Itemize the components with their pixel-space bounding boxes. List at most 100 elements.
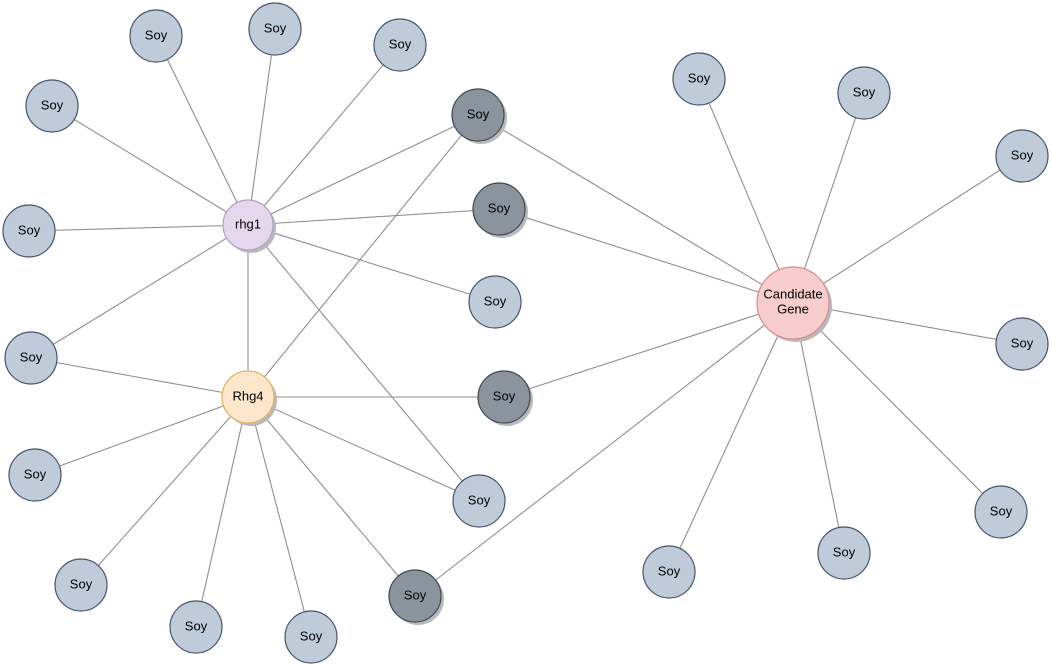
node-soy10[interactable]: Soy <box>284 610 338 664</box>
node-label: Soy <box>1011 335 1034 350</box>
edge-candidate-soy17 <box>792 302 1002 513</box>
node-circle <box>284 610 338 664</box>
node-label: Soy <box>484 293 507 308</box>
node-soyDark4[interactable]: Soy <box>388 569 444 625</box>
edge-rhg4-soy6 <box>30 357 249 398</box>
node-circle <box>248 2 302 56</box>
edge-rhg1-soyDark2 <box>247 208 500 226</box>
edge-rhg4-soy8 <box>80 396 249 586</box>
node-soy18[interactable]: Soy <box>817 526 871 580</box>
node-soy6[interactable]: Soy <box>4 331 58 385</box>
node-label: Soy <box>468 492 491 507</box>
edge-rhg4-soy9 <box>195 396 249 628</box>
node-soy3[interactable]: Soy <box>373 18 427 72</box>
edge-rhg1-soy11 <box>247 224 480 502</box>
node-label: Soy <box>18 222 41 237</box>
edge-candidate-soy13 <box>698 78 794 304</box>
node-circle <box>221 370 275 424</box>
node-circle <box>817 526 871 580</box>
edge-rhg4-soy7 <box>34 396 249 476</box>
edge-candidate-soy14 <box>792 92 865 304</box>
node-soy15[interactable]: Soy <box>995 129 1049 183</box>
edge-rhg1-soy3 <box>247 44 401 226</box>
node-soy8[interactable]: Soy <box>54 558 108 612</box>
node-circle <box>837 66 891 120</box>
node-label: Soy <box>24 466 47 481</box>
node-label: Rhg4 <box>232 388 263 403</box>
node-label: Soy <box>389 36 412 51</box>
node-rhg1[interactable]: rhg1 <box>222 199 276 253</box>
node-soy2[interactable]: Soy <box>248 2 302 56</box>
node-soy11[interactable]: Soy <box>452 474 506 528</box>
edges-layer <box>28 28 1023 638</box>
edge-rhg1-soy1 <box>155 35 249 226</box>
node-label: Soy <box>493 388 516 403</box>
node-circle <box>995 129 1049 183</box>
node-soyDark1[interactable]: Soy <box>451 88 507 144</box>
node-circle <box>2 204 56 258</box>
edge-candidate-soy15 <box>792 155 1023 304</box>
node-label: Soy <box>688 70 711 85</box>
node-soy14[interactable]: Soy <box>837 66 891 120</box>
edge-rhg4-soyDark4 <box>247 396 416 597</box>
node-circle <box>468 275 522 329</box>
node-circle <box>672 52 726 106</box>
node-soy19[interactable]: Soy <box>642 545 696 599</box>
node-circle <box>472 182 526 236</box>
node-circle <box>54 558 108 612</box>
node-label: Soy <box>185 618 208 633</box>
node-circle <box>25 79 79 133</box>
node-circle <box>995 317 1049 371</box>
node-circle <box>451 88 505 142</box>
node-circle <box>222 199 274 251</box>
edge-candidate-soy19 <box>668 302 794 573</box>
node-label: Soy <box>658 563 681 578</box>
node-rhg4[interactable]: Rhg4 <box>221 370 277 426</box>
node-label: Soy <box>20 349 43 364</box>
node-label: Soy <box>41 97 64 112</box>
node-circle <box>4 331 58 385</box>
node-circle <box>452 474 506 528</box>
node-soy13[interactable]: Soy <box>672 52 726 106</box>
edge-candidate-soy18 <box>792 302 845 554</box>
edge-rhg4-soy11 <box>247 396 480 502</box>
node-soy7[interactable]: Soy <box>8 448 62 502</box>
node-circle <box>756 266 830 340</box>
node-circle <box>373 18 427 72</box>
node-label: Soy <box>990 503 1013 518</box>
node-label: rhg1 <box>235 216 261 231</box>
node-soy17[interactable]: Soy <box>974 485 1028 539</box>
node-label: Soy <box>300 628 323 643</box>
node-soy5[interactable]: Soy <box>2 204 56 258</box>
edge-rhg1-soy12 <box>247 224 496 303</box>
node-soy12[interactable]: Soy <box>468 275 522 329</box>
node-label-line: Gene <box>777 302 809 317</box>
edge-rhg1-soyDark1 <box>247 114 479 226</box>
node-label: Soy <box>264 20 287 35</box>
edge-rhg1-soy4 <box>51 105 249 226</box>
node-label: Soy <box>467 106 490 121</box>
node-label: Soy <box>853 84 876 99</box>
node-label-line: Candidate <box>763 287 822 302</box>
edge-candidate-soyDark2 <box>498 208 794 304</box>
edge-candidate-soyDark3 <box>503 302 794 398</box>
node-circle <box>8 448 62 502</box>
node-circle <box>974 485 1028 539</box>
node-soyDark2[interactable]: Soy <box>472 182 528 238</box>
node-label: Soy <box>833 544 856 559</box>
node-label: Soy <box>404 587 427 602</box>
node-soy4[interactable]: Soy <box>25 79 79 133</box>
node-circle <box>169 600 223 654</box>
node-circle <box>642 545 696 599</box>
node-soy1[interactable]: Soy <box>129 9 183 63</box>
node-soyDark3[interactable]: Soy <box>477 370 533 426</box>
node-circle <box>388 569 442 623</box>
edge-candidate-soyDark1 <box>477 114 794 304</box>
node-soy16[interactable]: Soy <box>995 317 1049 371</box>
node-soy9[interactable]: Soy <box>169 600 223 654</box>
node-label: Soy <box>70 576 93 591</box>
edge-rhg1-soy6 <box>30 224 249 359</box>
